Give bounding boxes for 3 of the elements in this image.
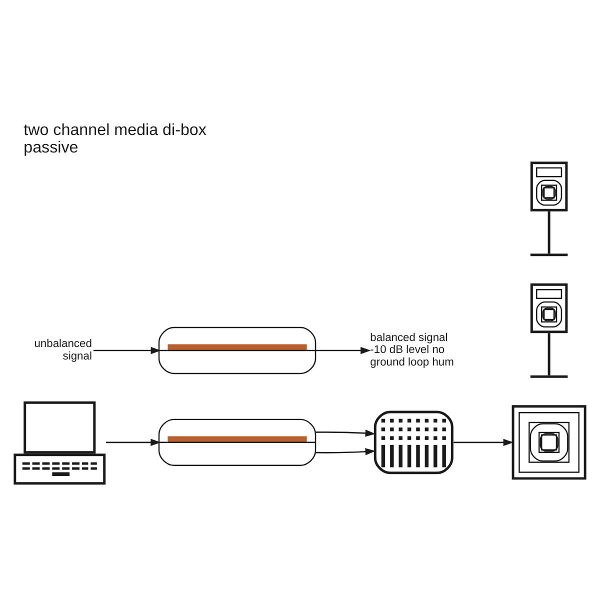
node-text: balanced signal -10 dB level no ground loop hum [370, 331, 454, 368]
node-text: unbalanced signal [34, 338, 92, 362]
diagram-title: two channel media di-box passive [24, 120, 206, 156]
